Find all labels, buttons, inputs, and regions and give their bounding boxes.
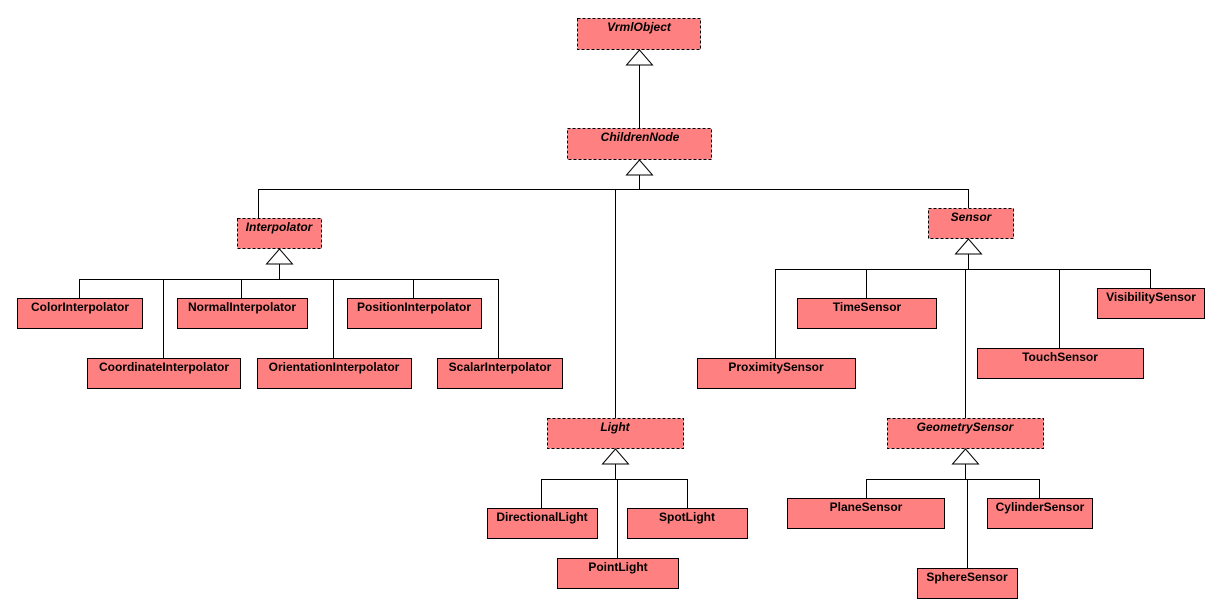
inheritance-edges [79, 65, 1151, 568]
class-touchsensor-label: TouchSensor [1022, 350, 1098, 364]
class-interpolator[interactable]: Interpolator [237, 218, 322, 249]
class-coordinateinterpolator-label: CoordinateInterpolator [99, 360, 229, 374]
class-childrennode[interactable]: ChildrenNode [567, 128, 712, 160]
class-colorinterpolator[interactable]: ColorInterpolator [17, 298, 143, 329]
class-sensor[interactable]: Sensor [928, 208, 1014, 239]
class-cylindersensor-label: CylinderSensor [996, 500, 1085, 514]
class-light-label: Light [600, 420, 630, 434]
class-light[interactable]: Light [547, 418, 684, 449]
class-cylindersensor[interactable]: CylinderSensor [987, 498, 1093, 529]
class-proximitysensor[interactable]: ProximitySensor [697, 358, 856, 389]
class-scalarinterpolator-label: ScalarInterpolator [449, 360, 552, 374]
class-spotlight[interactable]: SpotLight [627, 508, 748, 539]
arrowhead-sensor [954, 238, 983, 255]
class-normalinterpolator-label: NormalInterpolator [188, 300, 296, 314]
class-directionallight-label: DirectionalLight [496, 510, 587, 524]
class-spheresensor-label: SphereSensor [926, 570, 1008, 584]
class-vrmlobject[interactable]: VrmlObject [577, 18, 701, 50]
class-directionallight[interactable]: DirectionalLight [487, 508, 598, 539]
class-visibilitysensor[interactable]: VisibilitySensor [1097, 288, 1205, 319]
class-positioninterpolator-label: PositionInterpolator [357, 300, 471, 314]
class-orientationinterpolator-label: OrientationInterpolator [269, 360, 400, 374]
class-childrennode-label: ChildrenNode [601, 130, 680, 144]
class-timesensor-label: TimeSensor [833, 300, 902, 314]
class-colorinterpolator-label: ColorInterpolator [31, 300, 129, 314]
class-scalarinterpolator[interactable]: ScalarInterpolator [437, 358, 563, 389]
class-visibilitysensor-label: VisibilitySensor [1106, 290, 1196, 304]
class-spheresensor[interactable]: SphereSensor [917, 568, 1018, 599]
class-timesensor[interactable]: TimeSensor [797, 298, 937, 329]
arrowhead-vrmlobject [625, 49, 654, 66]
class-coordinateinterpolator[interactable]: CoordinateInterpolator [87, 358, 241, 389]
class-positioninterpolator[interactable]: PositionInterpolator [347, 298, 482, 329]
class-planesensor[interactable]: PlaneSensor [787, 498, 945, 529]
class-spotlight-label: SpotLight [659, 510, 715, 524]
class-planesensor-label: PlaneSensor [830, 500, 903, 514]
class-geometrysensor[interactable]: GeometrySensor [887, 418, 1044, 449]
class-touchsensor[interactable]: TouchSensor [977, 348, 1144, 379]
class-geometrysensor-label: GeometrySensor [917, 420, 1015, 434]
class-vrmlobject-label: VrmlObject [607, 20, 672, 34]
class-sensor-label: Sensor [951, 210, 993, 224]
class-pointlight-label: PointLight [588, 560, 647, 574]
arrowhead-geometrysensor [951, 448, 980, 465]
class-interpolator-label: Interpolator [246, 220, 314, 234]
arrowhead-childrennode [625, 159, 654, 176]
class-pointlight[interactable]: PointLight [557, 558, 679, 589]
inheritance-arrowheads [265, 49, 983, 465]
class-orientationinterpolator[interactable]: OrientationInterpolator [257, 358, 412, 389]
class-normalinterpolator[interactable]: NormalInterpolator [177, 298, 308, 329]
arrowhead-interpolator [265, 248, 294, 265]
arrowhead-light [601, 448, 630, 465]
class-proximitysensor-label: ProximitySensor [728, 360, 824, 374]
